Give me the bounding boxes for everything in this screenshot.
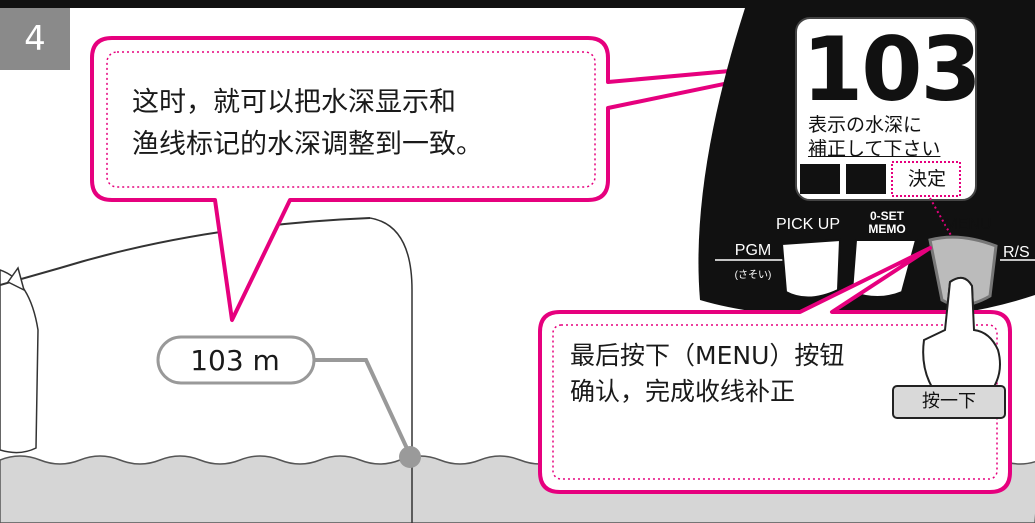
- press-label-box: [892, 385, 1006, 419]
- fishing-line: [369, 217, 413, 523]
- speech-bubble-instruction: [538, 246, 1012, 494]
- speech-bubble-main: [90, 36, 832, 322]
- lcd-block-2: [846, 164, 886, 194]
- press-once-label: 按一下: [922, 391, 976, 412]
- pressing-finger-front: [922, 276, 1001, 394]
- main-bubble-line-2: 渔线标记的水深调整到一致。: [132, 129, 483, 160]
- bubble-dotted-inner: [106, 51, 596, 188]
- marker-connector: [314, 358, 412, 456]
- main-bubble-line-1: 这时，就可以把水深显示和: [132, 87, 456, 118]
- top-border: [0, 0, 1035, 8]
- instruction-line-1: 最后按下（MENU）按钮: [570, 341, 845, 370]
- oset-label-line-2: MEMO: [868, 222, 906, 236]
- reel-on-rod: [6, 266, 26, 292]
- line-marker-dot: [399, 446, 421, 468]
- oset-memo-button-label: 0-SET MEMO: [852, 210, 922, 236]
- lcd-message-line-2: 補正して下さい: [808, 138, 941, 160]
- highlight-leader: [929, 197, 963, 256]
- instruction-line-2: 确认，完成收线补正: [570, 377, 796, 406]
- pickup-button-label: PICK UP: [775, 216, 840, 233]
- depth-marker-label: 103 m: [190, 344, 280, 377]
- pickup-button[interactable]: [780, 238, 842, 299]
- lcd-screen: [795, 17, 977, 201]
- pgm-button-label: PGM: [734, 242, 772, 259]
- rs-button-label: R/S: [1003, 244, 1030, 261]
- depth-pill: [156, 335, 316, 385]
- sasoi-label: (さそい): [734, 270, 772, 281]
- oset-label-line-1: 0-SET: [869, 209, 904, 223]
- lcd-confirm-label: 決定: [907, 168, 946, 190]
- boat-hull: [0, 269, 39, 454]
- step-number-badge: 4: [0, 8, 70, 70]
- menu-button-label: MENU: [944, 216, 992, 233]
- lcd-message-line-1: 表示の水深に: [808, 114, 923, 136]
- lcd-block-1: [800, 164, 840, 194]
- fishing-rod: [0, 217, 371, 286]
- confirm-highlight: [891, 161, 961, 197]
- main-bubble-text: 这时，就可以把水深显示和 渔线标记的水深调整到一致。: [132, 82, 483, 166]
- instruction-bubble-text: 最后按下（MENU）按钮 确认，完成收线补正: [570, 338, 844, 410]
- lcd-depth-digits: 103: [802, 18, 982, 121]
- instruction-dotted-inner: [552, 324, 998, 480]
